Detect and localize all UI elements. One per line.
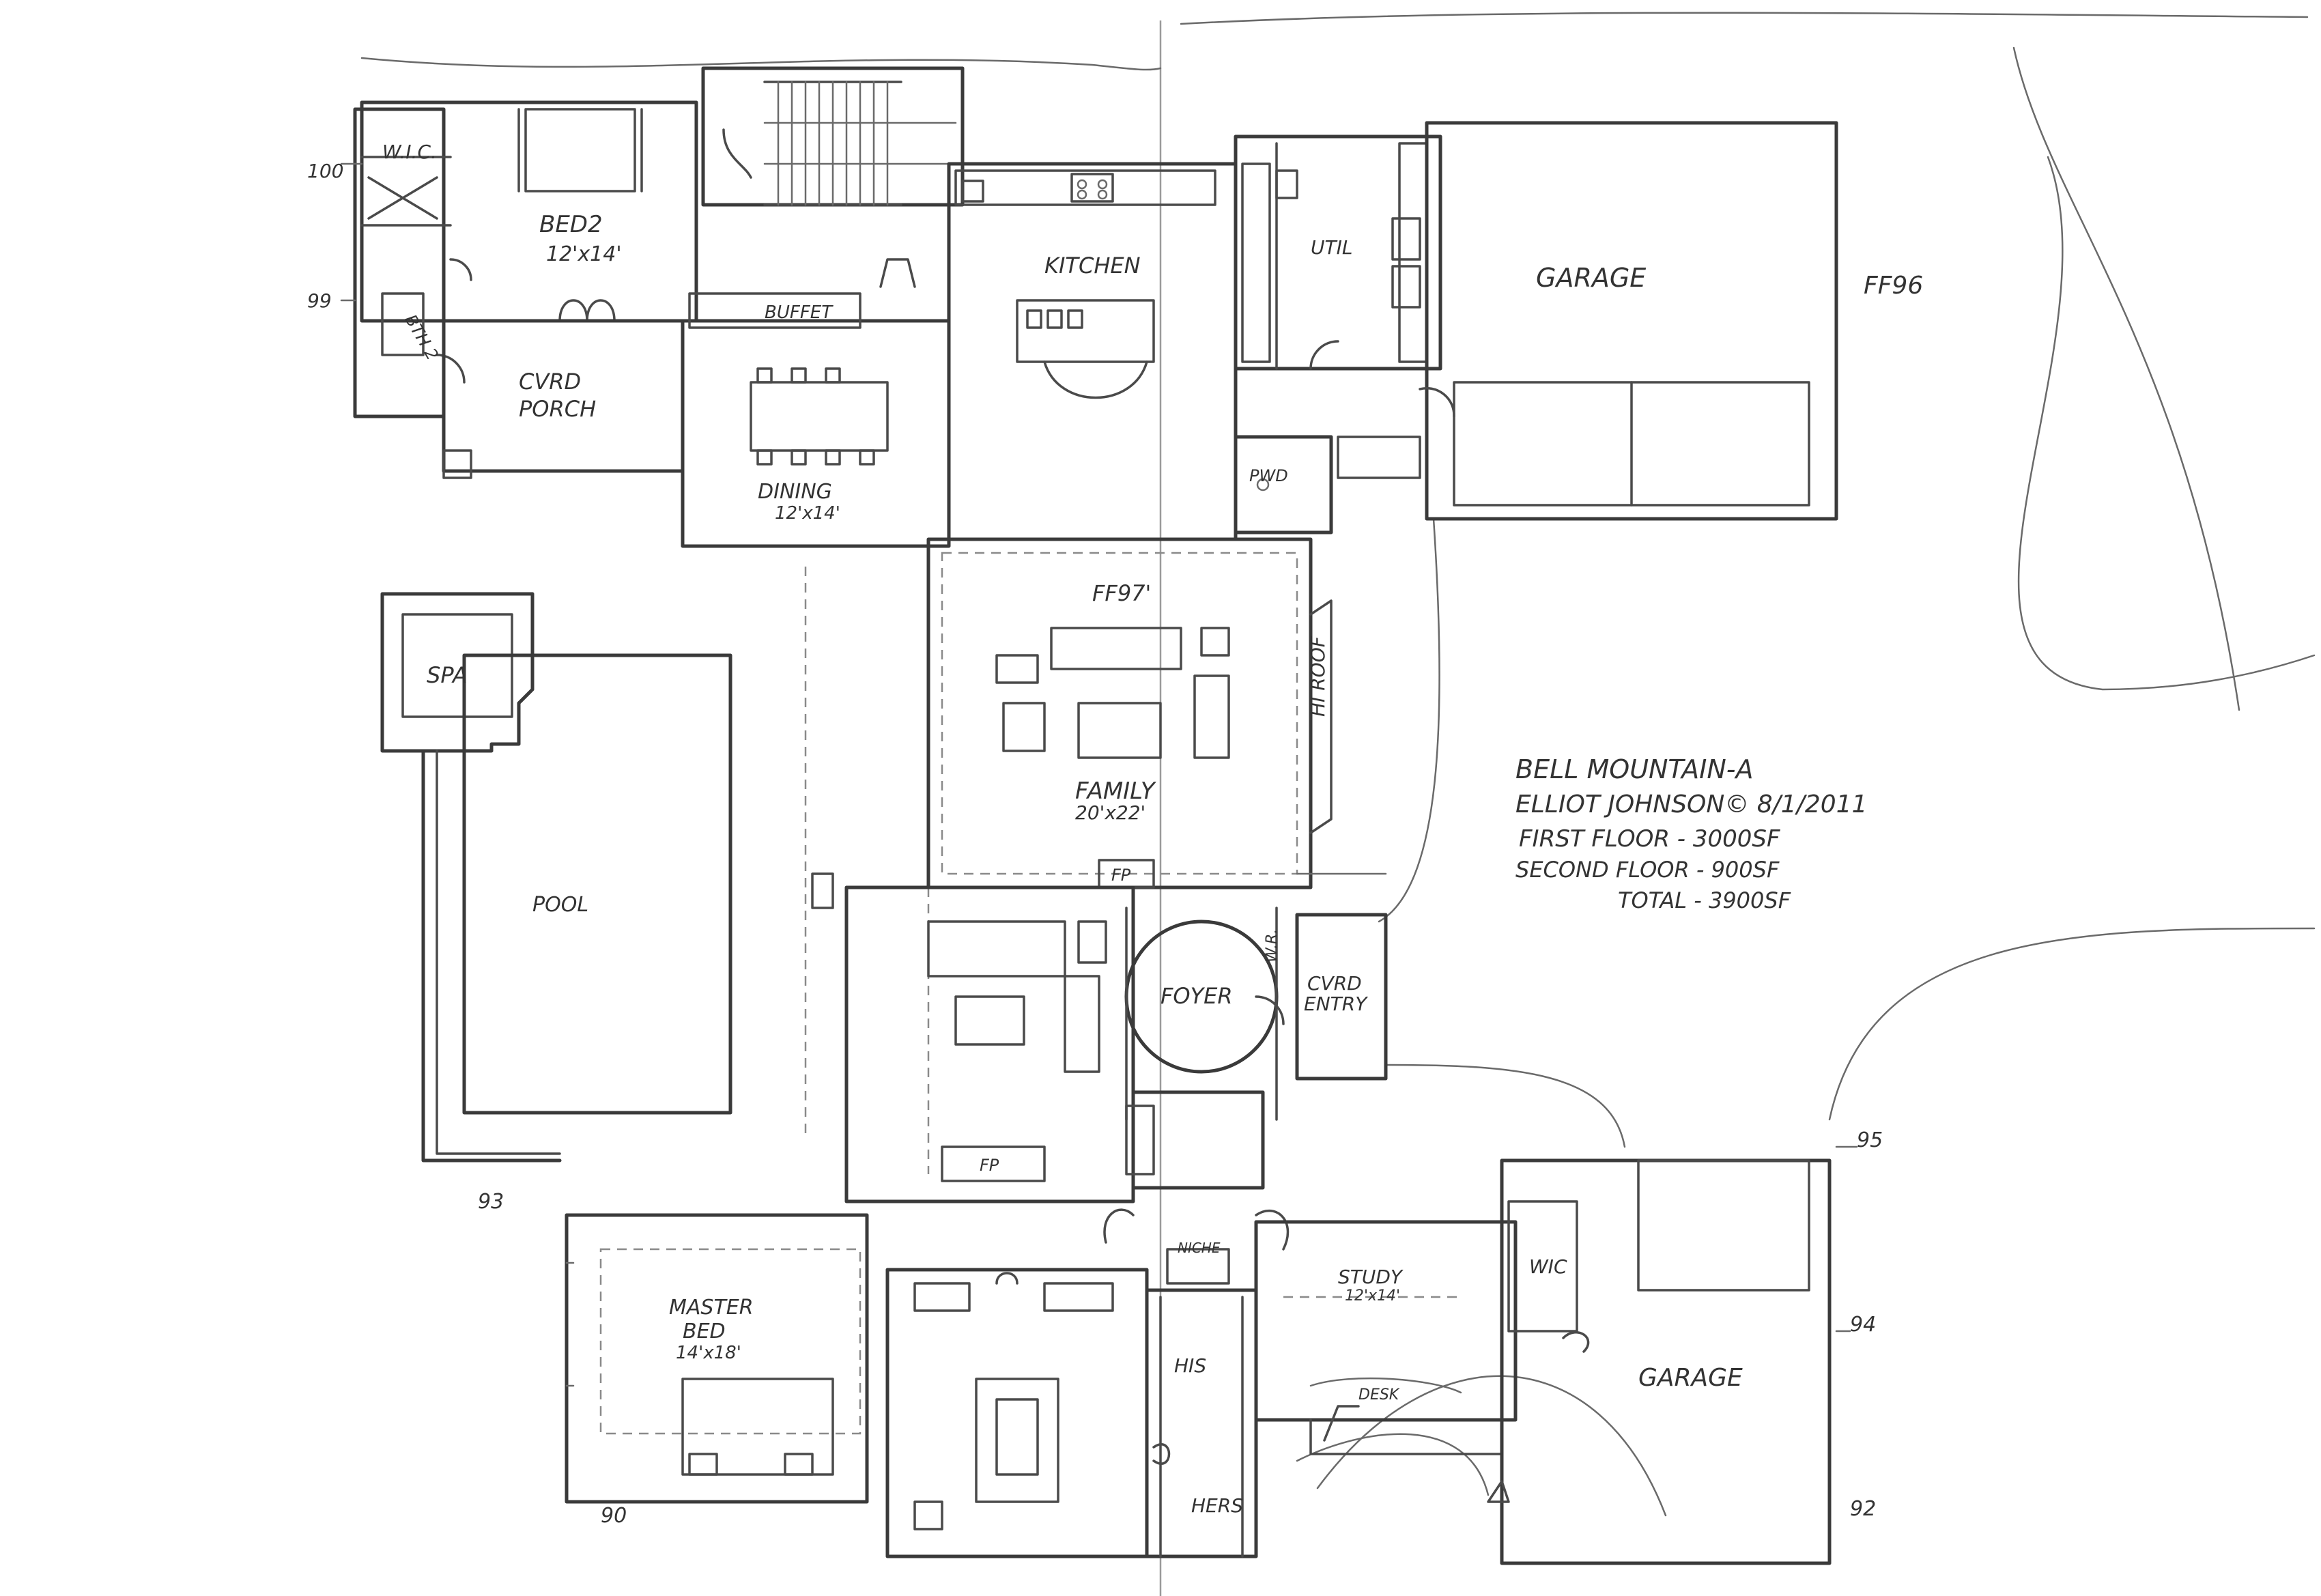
covered-entry <box>1295 872 1388 1081</box>
label-elev-95: 95 <box>1857 1128 1883 1152</box>
label-covered-porch-2: PORCH <box>519 396 596 422</box>
title-total: TOTAL - 3900SF <box>1618 887 1791 913</box>
label-covered-porch-1: CVRD <box>519 369 581 395</box>
label-elev-90: 90 <box>601 1504 627 1528</box>
master-bedroom <box>565 1213 869 1504</box>
label-foyer: FOYER <box>1160 983 1233 1009</box>
label-elev-92: 92 <box>1850 1497 1876 1521</box>
spa <box>380 592 535 753</box>
label-util: UTIL <box>1311 236 1352 259</box>
label-family: FAMILY <box>1075 778 1156 805</box>
label-elev-94: 94 <box>1850 1313 1876 1337</box>
label-dining: DINING <box>758 480 832 504</box>
label-kitchen: KITCHEN <box>1044 253 1141 279</box>
site-contours <box>360 12 2316 1517</box>
label-spa: SPA <box>427 662 468 688</box>
label-bed2: BED2 <box>539 211 603 238</box>
label-master-bed-1: MASTER <box>669 1296 754 1320</box>
label-master-bed-2: BED <box>683 1320 726 1343</box>
powder-room <box>1234 435 1421 535</box>
label-fp-family: FP <box>1111 866 1131 885</box>
kitchen <box>947 162 1238 541</box>
master-bath <box>885 1268 1149 1558</box>
label-covered-entry-2: ENTRY <box>1304 993 1368 1015</box>
label-pool: POOL <box>532 893 588 917</box>
label-elev-ff96: FF96 <box>1864 272 1923 300</box>
label-garage-lower: GARAGE <box>1638 1364 1743 1392</box>
label-pwd: PWD <box>1249 466 1288 485</box>
label-study: STUDY <box>1338 1266 1404 1288</box>
label-his: HIS <box>1174 1354 1206 1377</box>
label-wic-lower: WIC <box>1529 1255 1567 1278</box>
label-master-bed-size: 14'x18' <box>676 1343 741 1363</box>
garage-lower <box>1500 1158 1832 1565</box>
label-niche: NICHE <box>1178 1240 1221 1256</box>
study <box>1254 1220 1518 1455</box>
label-wr: W.R. <box>1264 929 1281 963</box>
room-labels: W.I.C. BED2 12'x14' BTH 2 CVRD PORCH BUF… <box>382 141 1923 1517</box>
label-dining-size: 12'x14' <box>775 503 840 524</box>
label-buffet: BUFFET <box>765 302 834 323</box>
garage-upper <box>1419 121 1838 521</box>
label-elev-99: 99 <box>307 289 332 312</box>
pool <box>421 653 732 1163</box>
elevation-labels: 100 99 93 95 94 92 90 <box>307 160 1883 1528</box>
living-area <box>811 872 1135 1203</box>
label-covered-entry-1: CVRD <box>1307 972 1362 995</box>
label-elev-93: 93 <box>478 1190 504 1214</box>
label-garage-upper: GARAGE <box>1536 263 1646 293</box>
label-family-size: 20'x22' <box>1075 801 1145 824</box>
foyer <box>1124 907 1285 1121</box>
utility <box>1234 134 1442 371</box>
title-project: BELL MOUNTAIN-A <box>1515 754 1754 784</box>
title-second-floor: SECOND FLOOR - 900SF <box>1515 857 1780 883</box>
gallery-hall <box>1103 1090 1290 1285</box>
label-fp-lower: FP <box>980 1156 999 1175</box>
label-ff97: FF97' <box>1092 580 1151 606</box>
title-block: BELL MOUNTAIN-A ELLIOT JOHNSON© 8/1/2011… <box>1515 754 1867 913</box>
label-hers: HERS <box>1191 1494 1243 1517</box>
label-bed2-size: 12'x14' <box>546 242 622 266</box>
stair <box>701 66 965 207</box>
family-room <box>804 537 1333 1174</box>
title-first-floor: FIRST FLOOR - 3000SF <box>1519 825 1780 853</box>
label-high-roof: HI ROOF <box>1307 636 1329 717</box>
label-study-size: 12'x14' <box>1345 1287 1400 1305</box>
label-wic-upper: W.I.C. <box>382 141 437 163</box>
label-elev-100: 100 <box>307 160 343 182</box>
title-author-line: ELLIOT JOHNSON© 8/1/2011 <box>1515 790 1867 818</box>
his-hers-closets <box>1145 1288 1258 1558</box>
site-misc <box>1309 1377 1510 1503</box>
label-desk: DESK <box>1358 1386 1400 1403</box>
